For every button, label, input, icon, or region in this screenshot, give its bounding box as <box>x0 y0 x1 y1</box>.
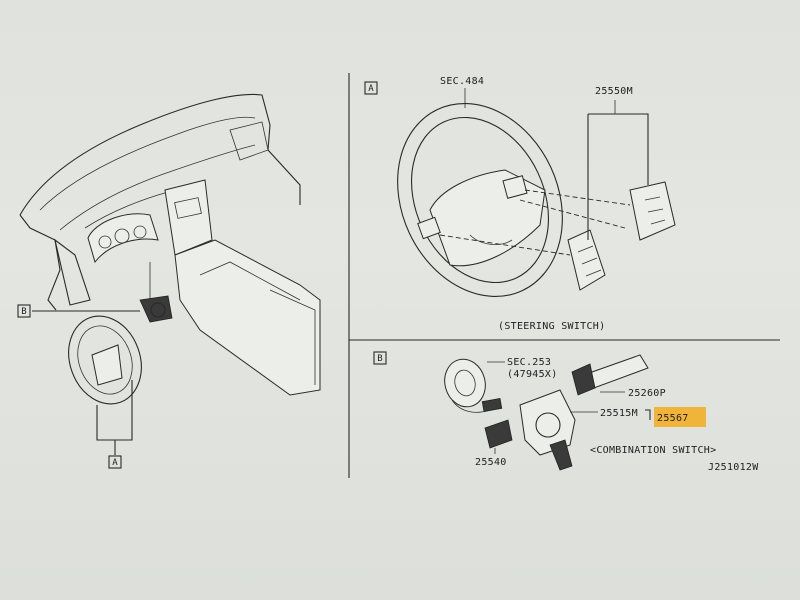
drawing-number: J251012W <box>708 462 759 473</box>
label-steering-switch: (STEERING SWITCH) <box>498 321 605 332</box>
dash-lower-contour <box>84 191 169 229</box>
steering-switch-left <box>567 229 606 291</box>
gauge-right <box>133 225 147 239</box>
small-steering-hub <box>91 344 123 386</box>
dash-left-panel <box>54 238 91 306</box>
box-b-panel-label: B <box>377 354 382 364</box>
combo-switch-small <box>139 295 173 323</box>
box-a-top: A <box>364 81 378 95</box>
wiper-stalk-base <box>571 363 596 396</box>
connector-25540 <box>484 419 513 449</box>
small-steering-wheel-inner <box>77 325 133 395</box>
dash-mid-contour <box>59 144 256 231</box>
dashed-leader-lower <box>439 234 571 256</box>
label-combination-switch: <COMBINATION SWITCH> <box>590 445 716 456</box>
steering-switch-left-buttons <box>577 245 602 277</box>
dash-top-outline <box>19 93 301 216</box>
spiral-cable-center <box>454 369 476 397</box>
label-sec-484: SEC.484 <box>440 76 484 87</box>
box-a-left: A <box>108 455 122 469</box>
wheel-switch-mount-right <box>502 175 528 199</box>
label-sec-253: SEC.253 <box>507 357 551 368</box>
dashboard-overview <box>19 93 321 455</box>
gauge-left <box>98 235 112 249</box>
dashed-leader-middle <box>519 199 626 229</box>
center-stack <box>164 179 213 256</box>
panel-b-combination <box>444 354 706 471</box>
spiral-cable-connector <box>481 398 503 412</box>
box-a-top-frame <box>364 81 378 95</box>
center-display <box>174 197 202 219</box>
dash-right-vent <box>229 121 269 161</box>
box-b-panel-frame <box>373 351 387 365</box>
dashed-leader-upper <box>524 189 631 206</box>
center-console <box>174 239 321 396</box>
wheel-switch-mount-left <box>417 216 441 240</box>
steering-wheel-outer <box>397 103 563 297</box>
label-part-25550m: 25550M <box>595 86 633 97</box>
small-steering-wheel-outer <box>68 315 142 405</box>
console-shifter-line <box>199 261 301 301</box>
box-b-left-frame <box>17 304 31 318</box>
box-b-left: B <box>17 304 31 318</box>
label-part-25515m: 25515M <box>600 408 638 419</box>
combination-switch-lower-lever <box>549 439 573 471</box>
panel-a-steering <box>397 88 676 297</box>
instrument-cluster <box>87 213 159 264</box>
dash-left-outline <box>19 214 61 311</box>
hub-contour <box>469 234 513 245</box>
leader-25567-bracket <box>645 409 651 420</box>
label-sec-253-sub: (47945X) <box>507 369 558 380</box>
panel-frames <box>348 73 780 478</box>
spiral-cable <box>444 358 486 408</box>
label-part-25540: 25540 <box>475 457 507 468</box>
steering-hub <box>429 169 546 267</box>
combination-switch-body <box>519 389 576 456</box>
leader-25550m <box>587 113 649 240</box>
box-b-panel: B <box>373 351 387 365</box>
console-armrest-line <box>269 289 316 385</box>
dash-upper-contour <box>39 116 256 211</box>
combination-switch-ring <box>535 412 561 438</box>
gauge-center <box>114 228 130 244</box>
label-part-25567: 25567 <box>657 413 689 424</box>
part-25567-highlight <box>654 407 706 427</box>
label-part-25260p: 25260P <box>628 388 666 399</box>
steering-switch-right-buttons <box>644 196 666 225</box>
box-a-left-label: A <box>112 458 118 468</box>
box-a-top-label: A <box>368 84 374 94</box>
combo-switch-small-ring <box>150 302 166 318</box>
leader-bracket-a <box>96 380 133 441</box>
box-b-left-label: B <box>21 307 26 317</box>
box-a-left-frame <box>108 455 122 469</box>
